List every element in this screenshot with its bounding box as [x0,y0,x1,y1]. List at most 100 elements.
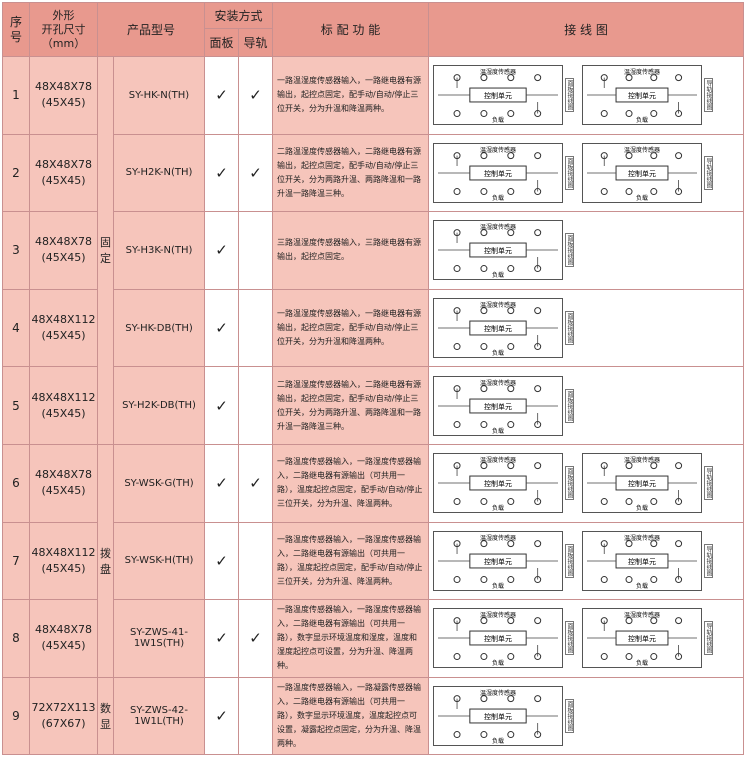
diagram-unit-label: 控制单元 [628,169,656,178]
diagram-sensor-label: 温湿度传感器 [480,689,516,697]
header-panel: 面板 [204,28,240,57]
diagram-load-label: 负载 [636,582,648,590]
diagram-unit-label: 控制单元 [628,557,656,566]
diagram-unit-label: 控制单元 [484,557,512,566]
row-model: SY-WSK-H(TH) [112,521,206,601]
panel-diagram-caption: 面板接线图 [565,699,575,734]
rail-diagram-caption: 导轨接线图 [704,155,714,190]
panel-mount-check-text: ✓ [215,707,228,726]
diagram-load-label: 负载 [492,116,504,124]
row-number-text: 5 [12,398,20,413]
diagram-sensor-label: 温湿度传感器 [624,146,660,154]
diagram-load-label: 负载 [492,504,504,512]
product-row: 5 48X48X112 (45X45) SY-H2K-DB(TH) ✓ 二路温湿度传感器… [2,366,745,445]
row-model: SY-HK-N(TH) [112,56,206,135]
header-install: 安装方式 [204,2,274,29]
row-number-text: 8 [12,631,20,646]
panel-wiring-diagram: 控制单元温湿度传感器负载 [433,220,564,281]
rail-mount-check [238,366,274,445]
panel-diagram-caption: 面板接线图 [565,155,575,190]
category-label-text: 拨 盘 [100,546,111,576]
row-number: 9 [2,676,30,756]
row-model: SY-ZWS-41-1W1S(TH) [112,599,206,678]
row-function: 三路温湿度传感器输入，三路继电器有源输出，起控点固定。 [272,211,430,290]
row-model-text: SY-WSK-H(TH) [124,555,194,567]
row-number: 6 [2,443,30,523]
panel-mount-check-text: ✓ [215,396,228,415]
row-model-text: SY-ZWS-41-1W1S(TH) [130,627,188,650]
row-number: 5 [2,366,30,445]
panel-diagram-caption: 面板接线图 [565,388,575,423]
rail-wiring-diagram: 控制单元温湿度传感器负载 [582,608,703,669]
panel-mount-check: ✓ [204,443,240,523]
panel-mount-check: ✓ [204,366,240,445]
category-label: 数 显 [97,676,114,756]
row-function-text: 二路温湿度传感器输入，二路继电器有源输出，起控点固定，配手动/自动/停止三位开关… [277,379,422,431]
row-size-text: 48X48X112 (45X45) [31,390,96,420]
row-model-text: SY-WSK-G(TH) [124,477,194,489]
row-function: 二路温湿度传感器输入，二路继电器有源输出，起控点固定，配手动/自动/停止三位开关… [272,366,430,445]
rail-mount-check: ✓ [238,599,274,678]
row-size: 72X72X113 (67X67) [29,676,98,756]
diagram-unit-label: 控制单元 [484,479,512,488]
diagram-sensor-label: 温湿度传感器 [624,534,660,542]
wiring-diagram-cell: 控制单元温湿度传感器负载面板接线图控制单元温湿度传感器负载导轨接线图 [428,521,745,601]
row-function: 一路温度传感器输入，一路湿度传感器输入，二路继电器有源输出（可共用一路），温度起… [272,521,430,601]
panel-wiring-diagram: 控制单元 温湿度传感器负载 [433,453,564,514]
rail-wiring-diagram: 控制单元 温湿度传感器负载 [582,530,703,591]
diagram-load-label: 负载 [636,659,648,667]
row-model: SY-H2K-DB(TH) [112,366,206,445]
row-function: 一路温湿度传感器输入，一路继电器有源输出，起控点固定，配手动/自动/停止三位开关… [272,56,430,135]
wiring-diagram-cell: 控制单元温湿度传感器负载面板接线图 [428,288,745,368]
wiring-diagram-cell: 控制单元温湿度传感器负载面板接线图控制单元温湿度传感器负载导轨接线图 [428,443,745,523]
diagram-sensor-label: 温湿度传感器 [480,379,516,387]
panel-diagram-caption: 面板接线图 [565,311,575,346]
diagram-sensor-label: 温湿度传感器 [480,223,516,231]
row-function-text: 一路温度传感器输入，一路凝露传感器输入，二路继电器有源输出（可共用一路），数字显… [277,683,422,749]
row-size-text: 48X48X78 (45X45) [34,235,93,265]
diagram-load-label: 负载 [636,194,648,202]
row-number: 8 [2,599,30,678]
rail-mount-check [238,521,274,601]
diagram-sensor-label: 温湿度传感器 [624,611,660,619]
panel-wiring-diagram: 控制单元温湿度传感器负载 [433,375,564,436]
row-function-text: 一路温湿度传感器输入，一路继电器有源输出，起控点固定，配手动/自动/停止三位开关… [277,309,422,347]
row-function: 一路温度传感器输入，一路湿度传感器输入，二路继电器有源输出（可共用一路），数字显… [272,599,430,678]
row-size-text: 72X72X113 (67X67) [31,701,96,731]
panel-mount-check-text: ✓ [215,551,228,570]
rail-mount-check [238,676,274,756]
panel-wiring-diagram: 控制单元温湿度传感器负载 [433,608,564,669]
row-function: 一路温湿度传感器输入，一路继电器有源输出，起控点固定，配手动/自动/停止三位开关… [272,288,430,368]
diagram-sensor-label: 温湿度传感器 [480,456,516,464]
wiring-diagram-cell: 控制单元温湿度传感器负载面板接线图 [428,211,745,290]
row-model: SY-H2K-N(TH) [112,133,206,213]
diagram-sensor-label: 温湿度传感器 [624,68,660,76]
rail-diagram-caption: 导轨接线图 [704,78,714,113]
diagram-unit-label: 控制单元 [484,712,512,721]
wiring-diagram-cell: 控制单元温湿度传感器负载面板接线图控制单元温湿度传感器负载导轨接线图 [428,133,745,213]
rail-wiring-diagram: 控制单元温湿度传感器负载 [582,453,703,514]
diagram-load-label: 负载 [492,427,504,435]
panel-mount-check: ✓ [204,521,240,601]
header-wiring: 接 线 图 [428,2,745,57]
row-size-text: 48X48X78 (45X45) [34,157,93,187]
row-size: 48X48X112 (45X45) [29,288,98,368]
diagram-load-label: 负载 [492,349,504,357]
panel-mount-check-text: ✓ [215,319,228,338]
diagram-load-label: 负载 [636,504,648,512]
diagram-load-label: 负载 [492,659,504,667]
row-size: 48X48X112 (45X45) [29,366,98,445]
header-model: 产品型号 [96,2,206,57]
rail-mount-check-text: ✓ [249,86,262,105]
